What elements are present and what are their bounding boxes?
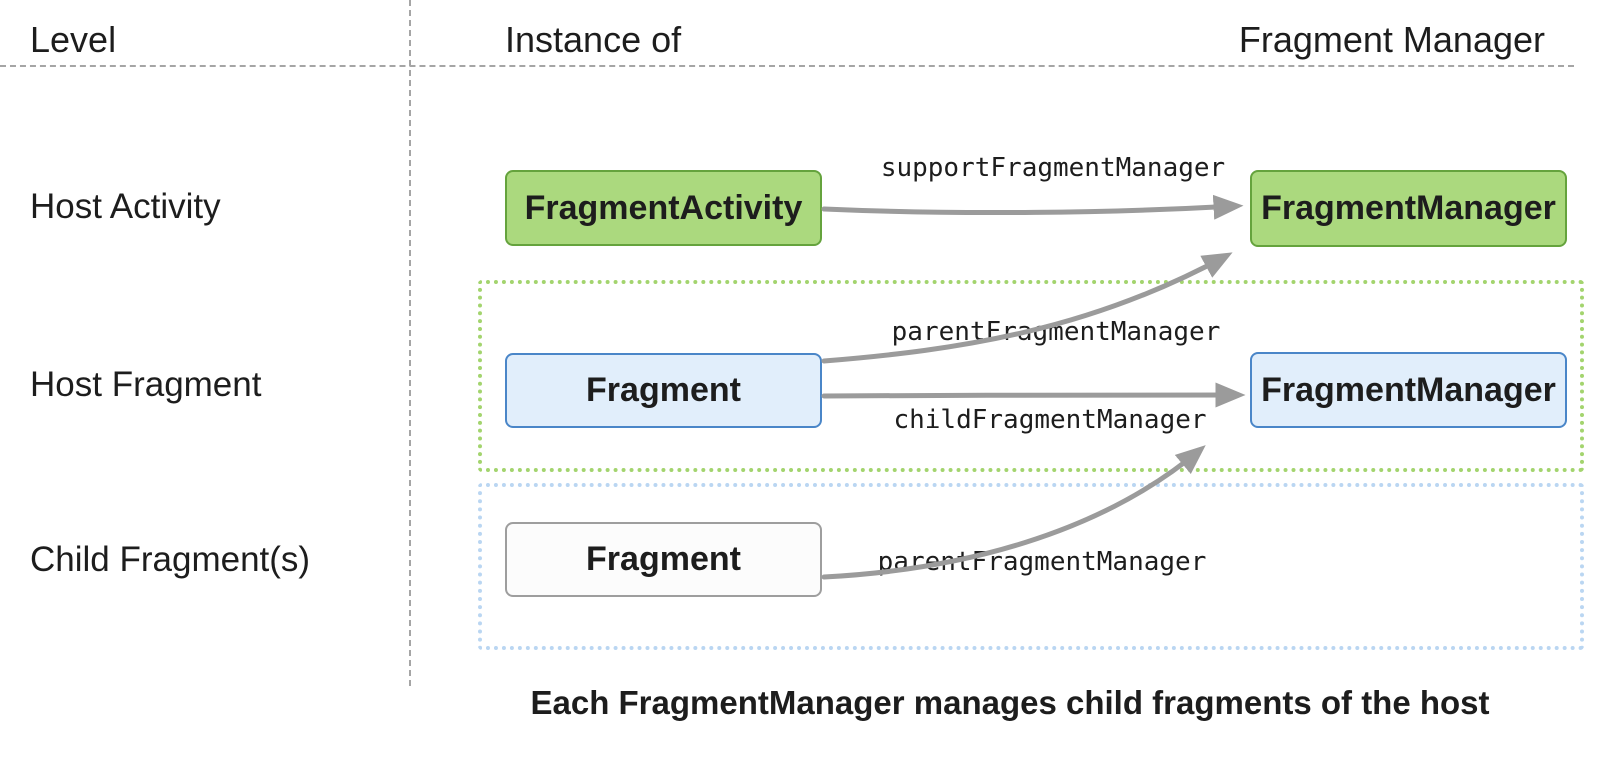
arrow-support-fragment-manager (821, 194, 1244, 220)
header-instance-of: Instance of (505, 19, 682, 60)
label-parent-fragment-manager-bottom: parentFragmentManager (877, 547, 1207, 577)
child-fragment-box: Fragment (505, 522, 822, 597)
fragment-activity-box: FragmentActivity (505, 170, 822, 246)
row-label-child-fragments: Child Fragment(s) (30, 540, 311, 579)
diagram-caption: Each FragmentManager manages child fragm… (530, 684, 1490, 721)
header-divider-line (0, 65, 1574, 67)
label-parent-fragment-manager-mid: parentFragmentManager (891, 317, 1221, 347)
label-support-fragment-manager: supportFragmentManager (880, 153, 1226, 183)
label-child-fragment-manager: childFragmentManager (893, 405, 1207, 435)
fragment-fragment-manager-box: FragmentManager (1250, 352, 1567, 428)
row-label-host-fragment: Host Fragment (30, 365, 262, 404)
column-divider-line (409, 0, 411, 686)
host-fragment-box: Fragment (505, 353, 822, 428)
activity-fragment-manager-box: FragmentManager (1250, 170, 1567, 247)
row-label-host-activity: Host Activity (30, 187, 221, 226)
header-level: Level (30, 19, 117, 60)
header-fragment-manager: Fragment Manager (1238, 19, 1545, 60)
